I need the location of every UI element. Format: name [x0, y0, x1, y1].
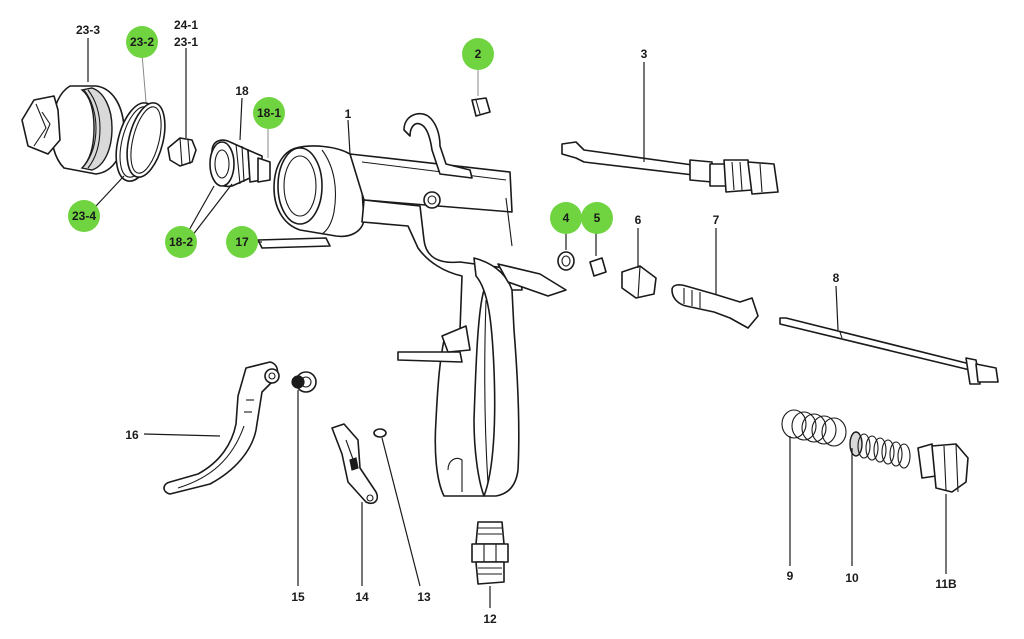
label-13: 13 — [417, 590, 431, 604]
badge-17 — [226, 226, 258, 258]
label-12: 12 — [483, 612, 497, 626]
highlight-badges — [68, 26, 613, 258]
part-23-3-air-cap[interactable] — [21, 85, 125, 175]
part-18-1-seal[interactable] — [257, 157, 271, 183]
part-7-air-valve[interactable] — [671, 284, 759, 329]
part-3-needle-assembly[interactable] — [561, 141, 779, 195]
part-15-trigger-stud[interactable] — [291, 371, 317, 393]
label-3: 3 — [641, 47, 648, 61]
label-23-1: 23-1 — [174, 35, 198, 49]
part-2-plug[interactable] — [471, 97, 491, 117]
label-6: 6 — [635, 213, 642, 227]
label-18-1: 18-1 — [257, 106, 281, 120]
part-13-pin[interactable] — [373, 428, 387, 438]
part-23-2-o-rings[interactable] — [109, 99, 172, 186]
label-23-2: 23-2 — [130, 35, 154, 49]
part-6-packing-nut[interactable] — [621, 265, 657, 299]
label-18: 18 — [235, 84, 249, 98]
label-24-1: 24-1 — [174, 18, 198, 32]
part-9-spring[interactable] — [781, 409, 847, 447]
badge-18-2 — [165, 226, 197, 258]
label-17: 17 — [235, 235, 249, 249]
part-17-strip[interactable] — [257, 237, 331, 249]
label-5: 5 — [594, 211, 601, 225]
badge-2 — [462, 38, 494, 70]
label-15: 15 — [291, 590, 305, 604]
badge-23-2 — [126, 26, 158, 58]
badge-23-4 — [68, 200, 100, 232]
label-7: 7 — [713, 213, 720, 227]
badge-4 — [550, 202, 582, 234]
label-23-4: 23-4 — [72, 209, 96, 223]
part-11b-adjusting-knob[interactable] — [917, 443, 969, 493]
part-16-trigger[interactable] — [163, 361, 280, 495]
badge-5 — [581, 202, 613, 234]
part-1-gun-body[interactable] — [273, 112, 567, 497]
leader-lines — [87, 38, 947, 608]
badge-18-1 — [253, 97, 285, 129]
label-16: 16 — [125, 428, 139, 442]
label-2: 2 — [475, 47, 482, 61]
part-14-lever[interactable] — [331, 423, 379, 505]
part-8-fluid-needle[interactable] — [779, 317, 999, 385]
part-labels: 23-3 23-2 24-1 23-1 18 18-1 23-4 18-2 17… — [72, 18, 957, 626]
label-1: 1 — [345, 107, 352, 121]
label-8: 8 — [833, 271, 840, 285]
part-5-seal[interactable] — [589, 257, 607, 277]
label-10: 10 — [845, 571, 859, 585]
label-11b: 11B — [935, 577, 957, 591]
part-12-air-fitting[interactable] — [471, 521, 509, 585]
label-23-3: 23-3 — [76, 23, 100, 37]
part-10-spring[interactable] — [849, 431, 911, 469]
label-14: 14 — [355, 590, 369, 604]
part-4-seal[interactable] — [557, 251, 575, 271]
part-23-1-nozzle-tip[interactable] — [167, 137, 197, 167]
label-9: 9 — [787, 569, 794, 583]
part-18-fluid-nozzle[interactable] — [209, 139, 263, 188]
label-18-2: 18-2 — [169, 235, 193, 249]
label-4: 4 — [563, 211, 570, 225]
